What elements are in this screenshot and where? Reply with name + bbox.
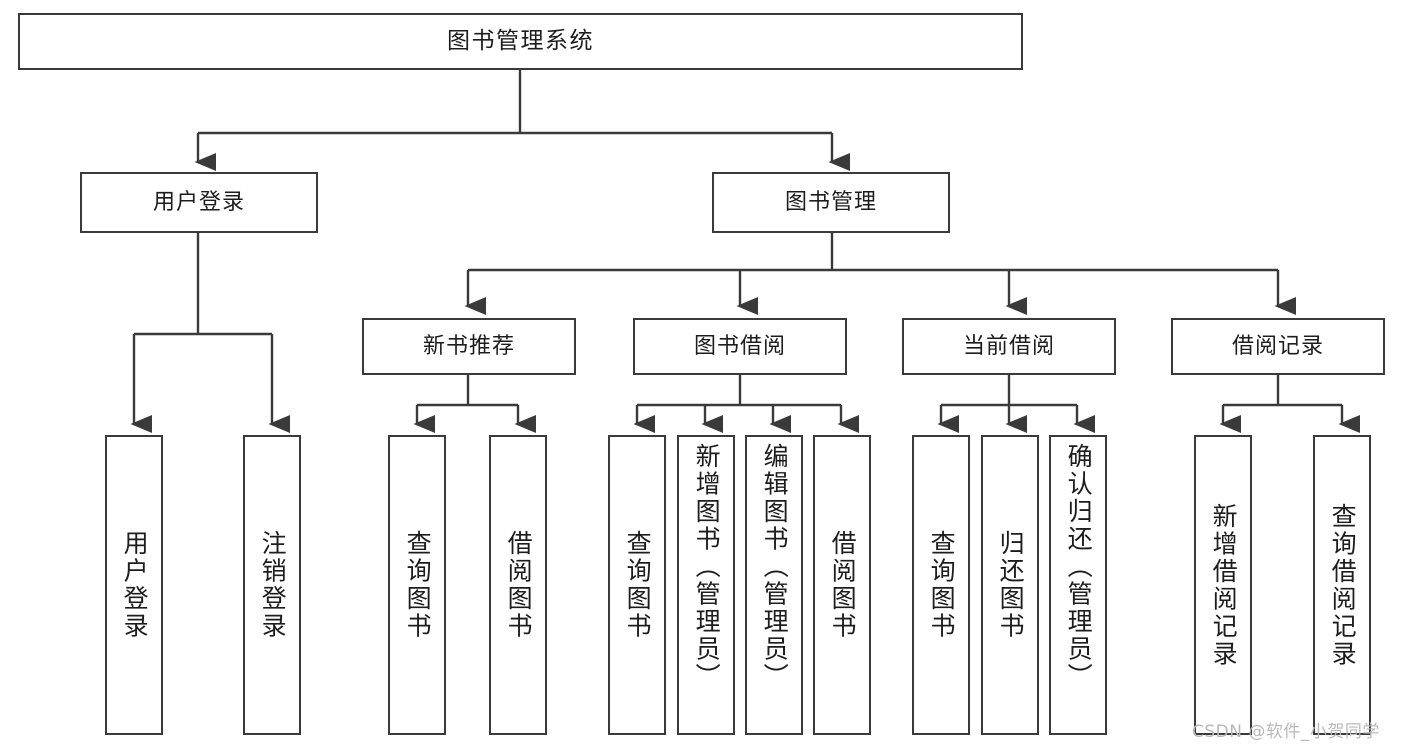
node-current-borrow-label: 当前借阅	[962, 333, 1055, 359]
leaf-currentborrow-return-book[interactable]: 归还图书	[981, 435, 1039, 735]
leaf-newbook-borrow-book-label: 借阅图书	[504, 530, 534, 640]
leaf-newbook-query-book[interactable]: 查询图书	[388, 435, 446, 735]
node-borrow-record-label: 借阅记录	[1231, 333, 1324, 359]
csdn-watermark: CSDN @软件_小贺同学	[1192, 722, 1380, 742]
leaf-borrowrecord-query-record[interactable]: 查询借阅记录	[1313, 435, 1371, 735]
leaf-currentborrow-query-book[interactable]: 查询图书	[912, 435, 970, 735]
leaf-bookborrow-query-book[interactable]: 查询图书	[608, 435, 666, 735]
leaf-user-login[interactable]: 用户登录	[105, 435, 163, 735]
node-user-login[interactable]: 用户登录	[80, 172, 318, 233]
leaf-bookborrow-add-book[interactable]: 新增图书（管理员）	[677, 435, 735, 735]
leaf-bookborrow-query-book-label: 查询图书	[623, 530, 653, 640]
leaf-currentborrow-return-book-label: 归还图书	[996, 530, 1026, 640]
leaf-bookborrow-edit-book-label: 编辑图书（管理员）	[760, 443, 790, 691]
leaf-bookborrow-edit-book[interactable]: 编辑图书（管理员）	[745, 435, 803, 735]
node-new-book-label: 新书推荐	[422, 333, 515, 359]
leaf-user-login-label: 用户登录	[120, 530, 150, 640]
leaf-borrowrecord-add-record[interactable]: 新增借阅记录	[1194, 435, 1252, 735]
node-book-borrow[interactable]: 图书借阅	[633, 318, 847, 375]
leaf-newbook-borrow-book[interactable]: 借阅图书	[489, 435, 547, 735]
leaf-newbook-query-book-label: 查询图书	[403, 530, 433, 640]
node-root-label: 图书管理系统	[447, 28, 594, 54]
leaf-currentborrow-confirm-return[interactable]: 确认归还（管理员）	[1049, 435, 1107, 735]
leaf-logout-label: 注销登录	[258, 530, 288, 640]
node-book-borrow-label: 图书借阅	[693, 333, 786, 359]
node-borrow-record[interactable]: 借阅记录	[1171, 318, 1385, 375]
node-book-manage-label: 图书管理	[784, 189, 877, 215]
node-root[interactable]: 图书管理系统	[18, 13, 1023, 70]
node-current-borrow[interactable]: 当前借阅	[902, 318, 1116, 375]
leaf-currentborrow-query-book-label: 查询图书	[927, 530, 957, 640]
leaf-borrowrecord-add-record-label: 新增借阅记录	[1209, 502, 1239, 668]
leaf-bookborrow-borrow-book[interactable]: 借阅图书	[813, 435, 871, 735]
node-new-book[interactable]: 新书推荐	[362, 318, 576, 375]
leaf-bookborrow-borrow-book-label: 借阅图书	[828, 530, 858, 640]
leaf-logout[interactable]: 注销登录	[243, 435, 301, 735]
leaf-bookborrow-add-book-label: 新增图书（管理员）	[692, 443, 722, 691]
node-user-login-label: 用户登录	[152, 189, 245, 215]
leaf-borrowrecord-query-record-label: 查询借阅记录	[1328, 502, 1358, 668]
node-book-manage[interactable]: 图书管理	[712, 172, 950, 233]
leaf-currentborrow-confirm-return-label: 确认归还（管理员）	[1064, 443, 1094, 691]
